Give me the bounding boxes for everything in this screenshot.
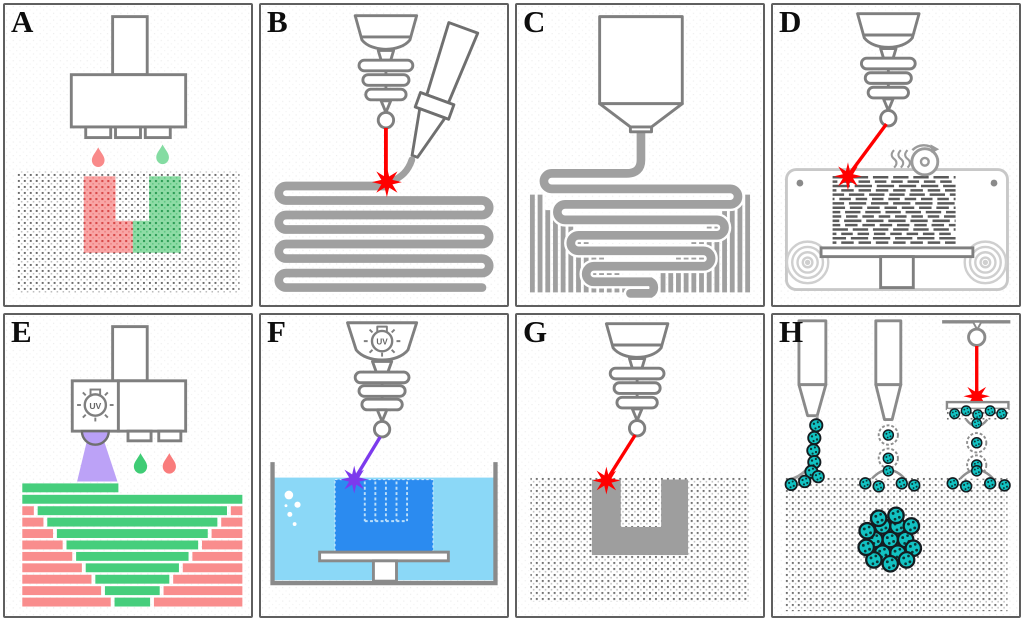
- panel-d: D: [771, 3, 1021, 307]
- layer-stack: [22, 483, 243, 607]
- cured-part-hatch: [363, 481, 409, 523]
- uv-lamp-icon: [77, 388, 114, 422]
- panel-g: G: [515, 313, 765, 618]
- uv-laser-beam: [354, 436, 382, 478]
- donor-ribbon: [945, 400, 1010, 411]
- sintered-part: [591, 479, 689, 556]
- panel-label-g: G: [523, 314, 548, 349]
- panel-e-graphic: UV: [5, 315, 251, 616]
- panel-f: F: [259, 313, 509, 618]
- laminated-stack: [832, 176, 956, 244]
- printed-structure-pink: [83, 176, 133, 253]
- panel-a: A: [3, 3, 253, 307]
- build-platform: [318, 550, 450, 583]
- heat-waves-icon: [890, 149, 911, 169]
- laser-spot-star-icon: [834, 162, 862, 191]
- laser-spot-star-icon: [371, 167, 402, 198]
- uv-light-cone: [77, 437, 118, 482]
- jet-cell: [971, 418, 983, 429]
- uv-label: UV: [89, 401, 101, 411]
- panel-label-a: A: [11, 4, 34, 39]
- cured-part: [334, 478, 434, 553]
- filament-hopper-icon: [598, 15, 684, 134]
- build-platform: [819, 246, 975, 290]
- laser-spot-star-icon: [340, 465, 369, 494]
- panel-label-f: F: [267, 314, 286, 349]
- frame-pin-right: [990, 179, 998, 187]
- inkjet-printhead-icon: [69, 15, 188, 140]
- frame-pin-left: [796, 179, 804, 187]
- feed-roll-right-icon: [963, 240, 1008, 285]
- extruded-strand: [388, 156, 416, 185]
- panel-e: E UV: [3, 313, 253, 618]
- panel-label-c: C: [523, 4, 546, 39]
- panel-f-graphic: [261, 315, 507, 616]
- resin-vat: [270, 462, 498, 586]
- extrusion-bioprinter-nozzle-icon: [797, 319, 828, 418]
- printed-structure-green: [132, 176, 181, 253]
- inkjet-bioprinter-nozzle-icon: [874, 319, 903, 421]
- panel-a-graphic: [5, 5, 251, 305]
- feed-roll-left-icon: [785, 240, 830, 285]
- laser-beam: [606, 434, 637, 479]
- panel-label-h: H: [779, 314, 804, 349]
- panel-b: B: [259, 3, 509, 307]
- panel-g-graphic: [517, 315, 763, 616]
- deposited-filament-serpentine: [274, 181, 494, 292]
- deposited-filament-spiral: [539, 126, 743, 298]
- laser-spot-star-icon: [592, 466, 621, 495]
- bubbles-icon: [284, 490, 301, 526]
- panel-label-d: D: [779, 4, 802, 39]
- panel-label-b: B: [267, 4, 288, 39]
- uv-lens: [80, 429, 110, 446]
- roller-icon: [910, 144, 940, 177]
- panel-d-graphic: [773, 5, 1019, 305]
- panel-c-graphic: [517, 5, 763, 305]
- panel-h: H: [771, 313, 1021, 618]
- panel-c: C: [515, 3, 765, 307]
- panel-h-graphic: [773, 315, 1019, 616]
- laser-assisted-bioprinter-icon: [942, 320, 1011, 347]
- panel-b-graphic: [261, 5, 507, 305]
- extruder-syringe-icon: [410, 21, 480, 159]
- panel-label-e: E: [11, 314, 32, 349]
- laser-beam: [848, 123, 888, 175]
